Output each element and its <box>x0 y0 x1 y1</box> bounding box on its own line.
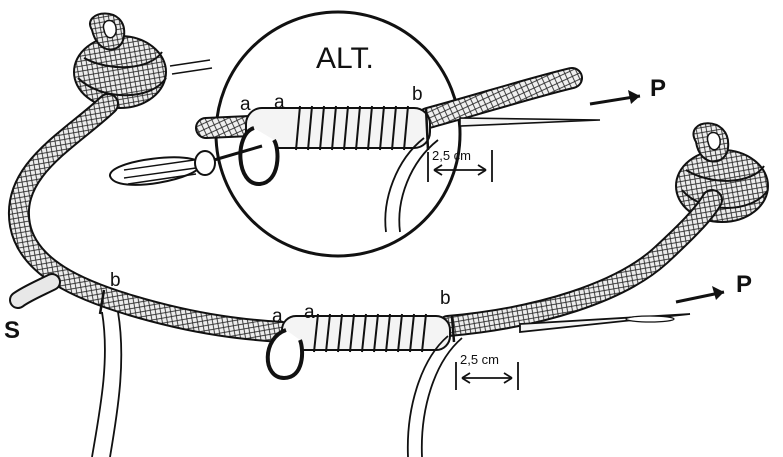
main-dimension-label: 2,5 cm <box>460 352 499 367</box>
inset-label-b: b <box>412 84 423 105</box>
left-eye-knot <box>74 14 212 109</box>
main-pull-label: P <box>736 271 752 298</box>
inset-label-a-left: a <box>240 94 251 115</box>
main-label-a-left: a <box>272 306 283 327</box>
inset-title: ALT. <box>316 42 374 75</box>
right-eye-knot <box>676 123 768 222</box>
main-label-a-right: a <box>304 302 315 323</box>
main-label-b-left: b <box>110 270 121 291</box>
inset-detail <box>206 12 600 256</box>
main-label-b-right: b <box>440 288 451 309</box>
main-splice-wrap <box>268 314 450 378</box>
main-pull-arrow <box>676 286 724 302</box>
inset-dimension-label: 2,5 cm <box>432 148 471 163</box>
standing-end-label: S <box>4 317 20 344</box>
inset-label-a-right: a <box>274 92 285 113</box>
inset-pull-arrow <box>590 90 640 104</box>
inset-pull-label: P <box>650 75 666 102</box>
